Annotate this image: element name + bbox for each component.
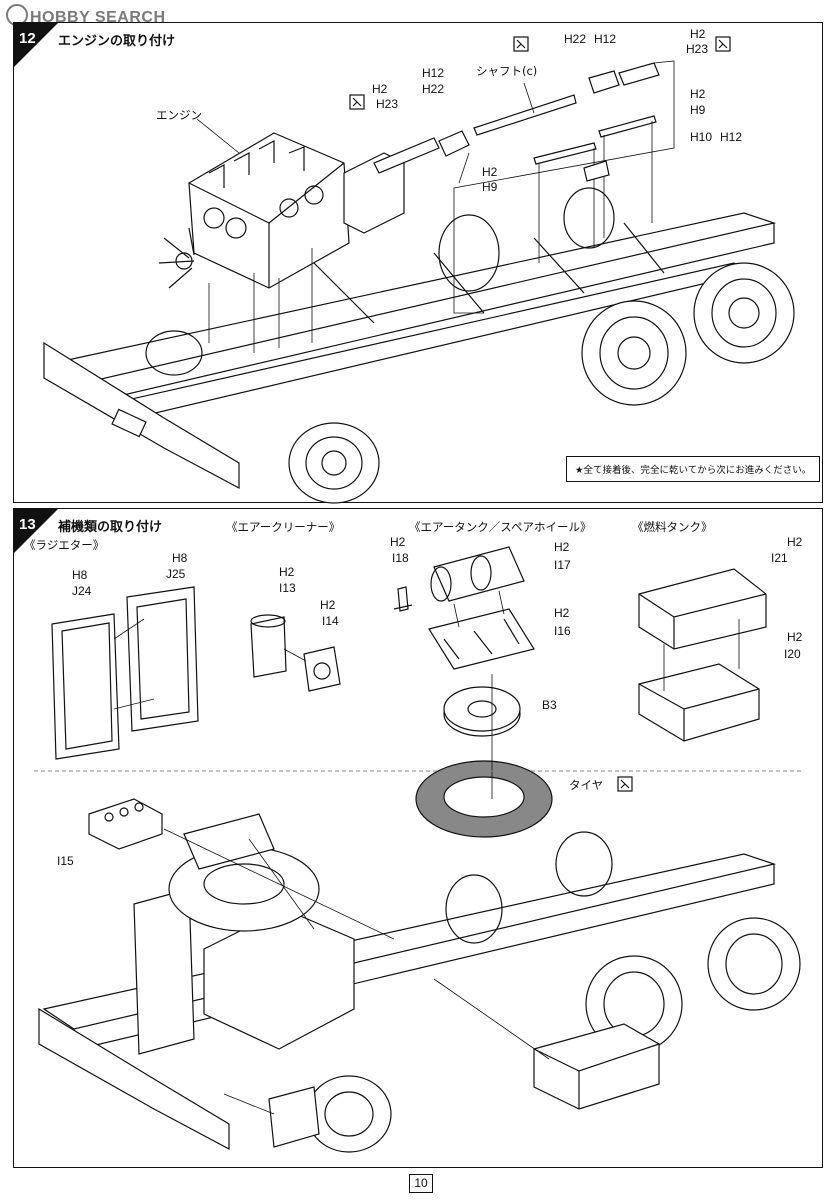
label-h2-i13: H2	[279, 565, 295, 579]
label-h23-left: H23	[376, 97, 399, 111]
air-cleaner-i14	[303, 646, 341, 692]
step12-badge: 12	[14, 23, 58, 67]
glue-brush-icon-tire	[617, 776, 633, 792]
radiator-j24	[51, 613, 120, 760]
label-h23-top: H23	[686, 42, 709, 56]
engine-block	[158, 132, 405, 289]
label-i14: I14	[322, 614, 339, 628]
label-engine: エンジン	[156, 108, 202, 122]
label-h8-j25: H8	[172, 551, 188, 565]
step13-number: 13	[19, 516, 36, 533]
battery-i15	[88, 798, 163, 850]
label-h2-top: H2	[690, 27, 706, 41]
label-i18: I18	[392, 551, 409, 565]
fuel-tank-i21	[638, 568, 767, 650]
glue-brush-icon-1	[513, 36, 529, 52]
step13-panel: 13 補機類の取り付け 《ラジエター》 《エアークリーナー》 《エアータンク／ス…	[13, 508, 823, 1168]
label-h8-j24: H8	[72, 568, 88, 582]
label-i17: I17	[554, 558, 571, 572]
label-h2-i20: H2	[787, 630, 803, 644]
step13-assembly-diagram	[34, 546, 804, 1153]
label-j24: J24	[72, 584, 92, 598]
air-tank-i17	[430, 546, 525, 602]
rear-wheel-1	[581, 300, 687, 406]
label-h9-r1: H9	[690, 103, 706, 117]
air-cleaner-i13	[250, 614, 287, 678]
step12-note: ★全て接着後、完全に乾いてから次にお進みください。	[566, 456, 821, 482]
label-i21: I21	[771, 551, 788, 565]
step12-title: エンジンの取り付け	[58, 34, 176, 49]
label-i16: I16	[554, 624, 571, 638]
spare-tire	[415, 760, 553, 838]
section-fuel-tank: 《燃料タンク》	[632, 520, 713, 534]
step13-title: 補機類の取り付け	[58, 520, 163, 535]
label-h2-i16: H2	[554, 606, 570, 620]
glue-brush-icon-2	[715, 36, 731, 52]
label-h2-i17: H2	[554, 540, 570, 554]
step12-panel: 12 エンジンの取り付け	[13, 22, 823, 504]
label-h12-r: H12	[720, 130, 743, 144]
label-i13: I13	[279, 581, 296, 595]
label-h12-top: H12	[594, 32, 617, 46]
label-b3: B3	[542, 698, 557, 712]
label-h2-i21: H2	[787, 535, 803, 549]
label-h10: H10	[690, 130, 713, 144]
step12-assembly-diagram	[43, 36, 795, 504]
rear-wheel-2	[693, 262, 795, 364]
label-h9-r2: H9	[482, 180, 498, 194]
step13-badge: 13	[14, 509, 58, 553]
label-h2-i14: H2	[320, 598, 336, 612]
label-h2-r2: H2	[482, 165, 498, 179]
step12-number: 12	[19, 30, 36, 47]
glue-brush-icon-3	[349, 94, 365, 110]
label-h22-left: H22	[422, 82, 445, 96]
label-shaft-c: シャフト(c)	[476, 64, 538, 78]
section-air-tank: 《エアータンク／スペアホイール》	[409, 520, 592, 534]
page-number: 10	[409, 1174, 433, 1193]
label-h2-r1: H2	[690, 87, 706, 101]
label-h12-left: H12	[422, 66, 445, 80]
section-air-cleaner: 《エアークリーナー》	[226, 520, 341, 534]
label-j25: J25	[166, 567, 186, 581]
fuel-tank-tray-i20	[638, 663, 760, 742]
label-h22-top: H22	[564, 32, 587, 46]
label-i15: I15	[57, 854, 74, 868]
tank-bracket-i16	[428, 608, 535, 670]
front-wheel	[288, 422, 380, 504]
radiator-j25	[126, 586, 199, 732]
label-tire: タイヤ	[569, 778, 604, 792]
label-h2-i18: H2	[390, 535, 406, 549]
label-i20: I20	[784, 647, 801, 661]
spare-wheel-b3	[443, 686, 521, 737]
air-valve-i18	[393, 586, 413, 612]
label-h2-left: H2	[372, 82, 388, 96]
section-radiator: 《ラジエター》	[24, 538, 105, 552]
